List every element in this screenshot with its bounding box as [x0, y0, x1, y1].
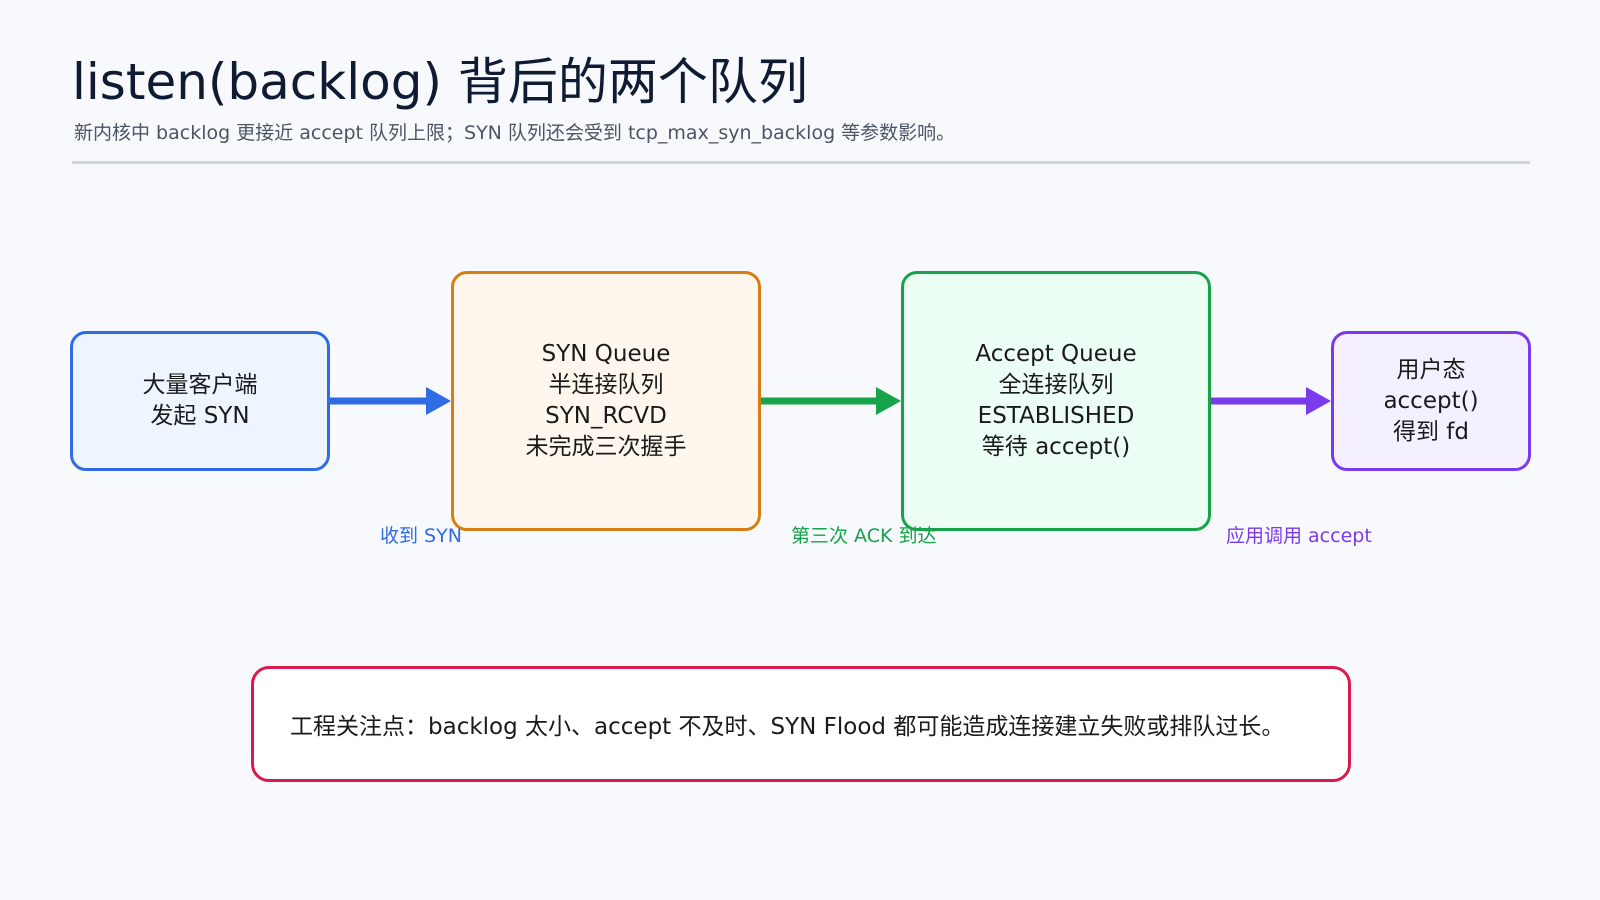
page-subtitle: 新内核中 backlog 更接近 accept 队列上限；SYN 队列还会受到 … — [74, 122, 956, 144]
node-clients-line: 发起 SYN — [150, 403, 250, 429]
node-accept-queue-line: ESTABLISHED — [977, 403, 1135, 429]
node-user-space-line: 用户态 — [1396, 356, 1466, 383]
node-accept-queue-line: 等待 accept() — [981, 434, 1131, 460]
edge-label-syn: 收到 SYN — [380, 525, 462, 547]
node-clients-line: 大量客户端 — [142, 372, 258, 398]
node-user-space-line: 得到 fd — [1392, 418, 1469, 445]
node-syn-queue-line: SYN_RCVD — [545, 403, 667, 429]
node-user-space-line: accept() — [1383, 387, 1479, 414]
node-user-space: 用户态 accept() 得到 fd — [1331, 331, 1531, 471]
node-syn-queue-line: 半连接队列 — [548, 372, 664, 398]
edge-syn — [330, 387, 451, 415]
edge-label-accept: 应用调用 accept — [1226, 525, 1372, 547]
node-syn-queue: SYN Queue 半连接队列 SYN_RCVD 未完成三次握手 — [451, 271, 761, 531]
edge-syn-arrowhead — [426, 387, 451, 415]
edge-accept-arrowhead — [1306, 387, 1331, 415]
node-syn-queue-line: SYN Queue — [541, 341, 671, 367]
edge-label-ack: 第三次 ACK 到达 — [791, 525, 937, 547]
note-text: 工程关注点：backlog 太小、accept 不及时、SYN Flood 都可… — [290, 714, 1285, 740]
node-accept-queue: Accept Queue 全连接队列 ESTABLISHED 等待 accept… — [901, 271, 1211, 531]
edge-ack-arrowhead — [876, 387, 901, 415]
node-syn-queue-line: 未完成三次握手 — [525, 434, 687, 460]
node-accept-queue-line: Accept Queue — [975, 341, 1137, 367]
edge-accept — [1211, 387, 1331, 415]
note-box: 工程关注点：backlog 太小、accept 不及时、SYN Flood 都可… — [251, 666, 1351, 782]
edge-ack — [761, 387, 901, 415]
node-clients: 大量客户端 发起 SYN — [70, 331, 330, 471]
title-divider — [72, 161, 1530, 164]
page-title: listen(backlog) 背后的两个队列 — [72, 53, 808, 111]
node-accept-queue-line: 全连接队列 — [998, 372, 1114, 398]
